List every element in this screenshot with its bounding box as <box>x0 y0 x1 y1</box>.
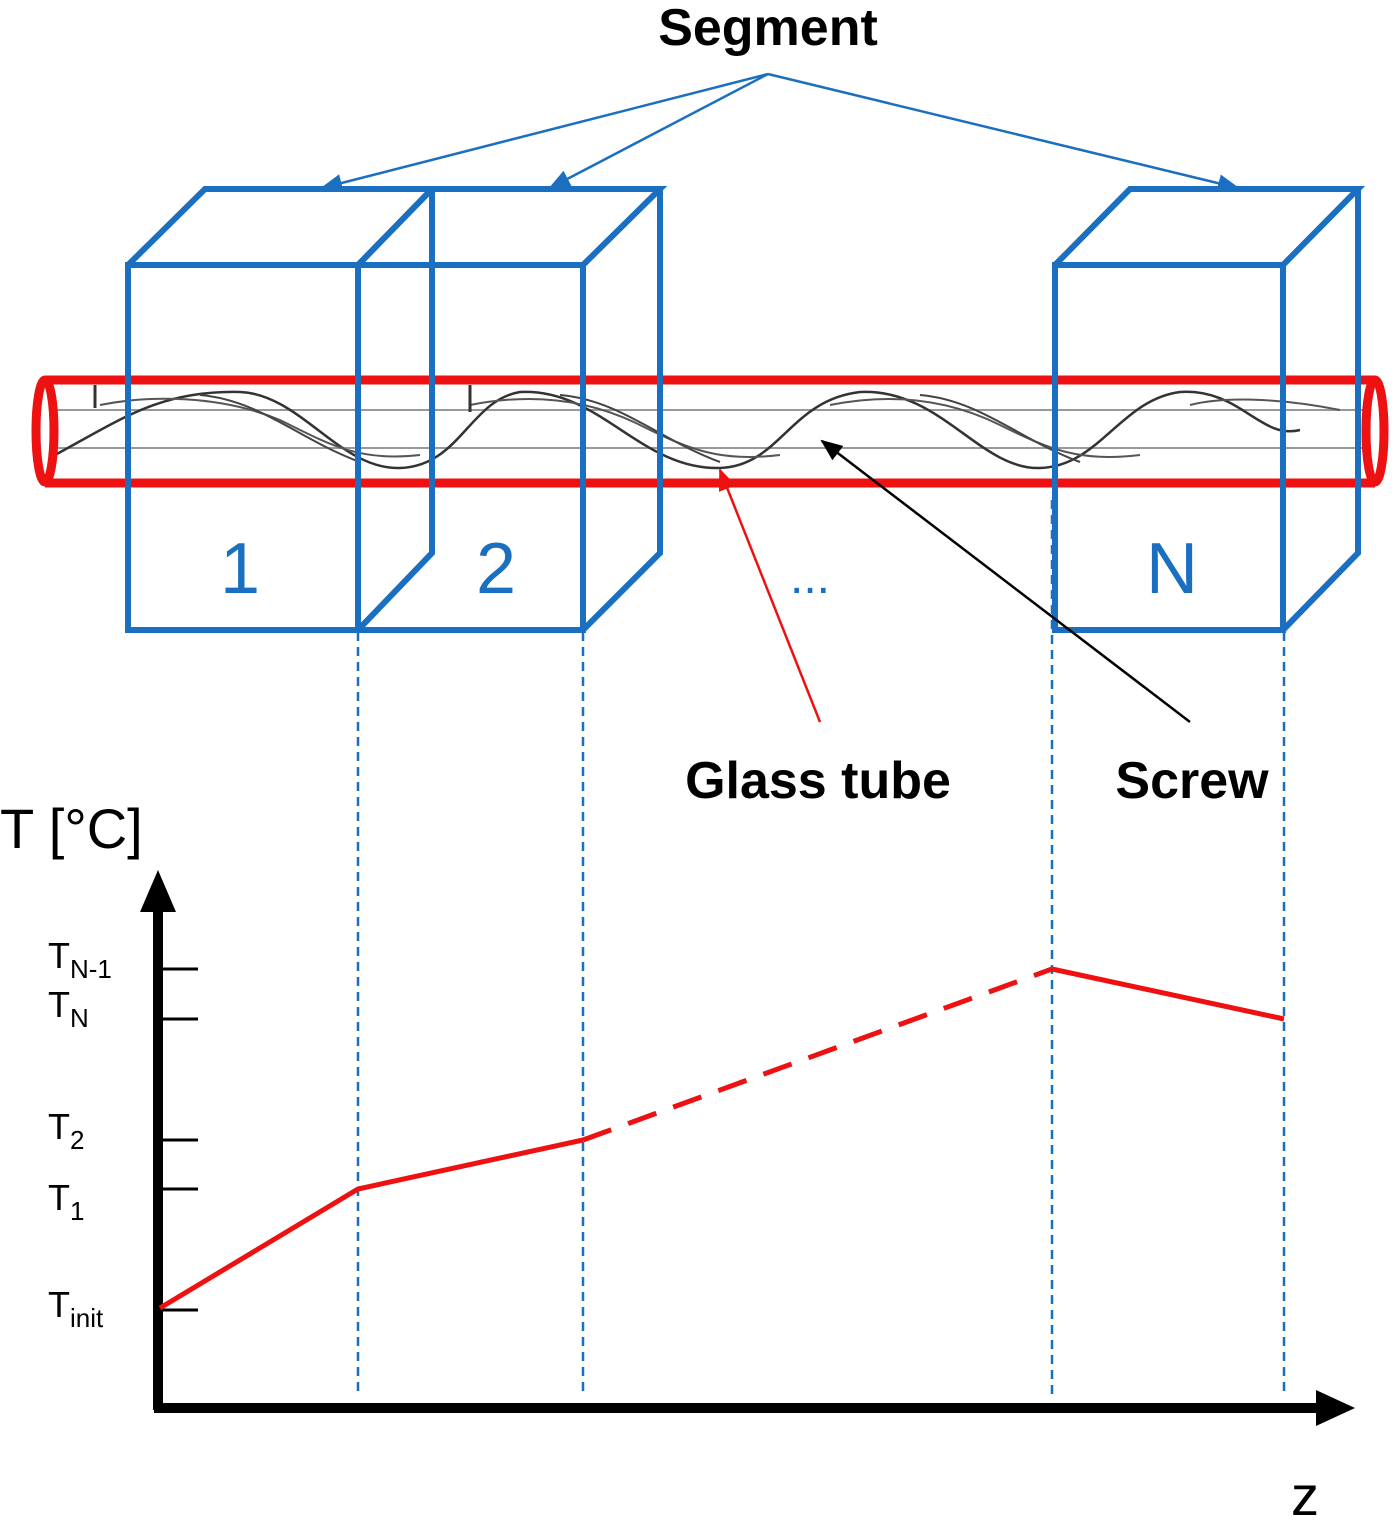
screw-arrow <box>820 439 1191 723</box>
x-axis <box>154 1390 1355 1426</box>
tick-label-t-2: T2 <box>48 1106 84 1155</box>
temperature-profile-solid-start <box>158 1137 584 1311</box>
y-axis-label: T [°C] <box>0 797 143 860</box>
tick-label-t-1: T1 <box>48 1177 84 1226</box>
x-axis-label: z <box>1291 1464 1319 1522</box>
y-axis-ticks <box>160 967 198 1312</box>
screw-helix-2 <box>99 397 1341 458</box>
segment-box-n <box>1052 186 1366 633</box>
screw-label: Screw <box>1115 752 1269 810</box>
glass-tube-arrow <box>718 468 822 723</box>
tick-label-t-init: Tinit <box>48 1284 104 1333</box>
segment-label-n: N <box>1146 529 1198 609</box>
temperature-profile-dashed <box>582 966 1053 1143</box>
y-axis <box>140 870 176 1410</box>
tick-label-t-n-1: TN-1 <box>48 935 112 984</box>
temperature-profile-solid-end <box>1051 966 1285 1022</box>
glass-tube-label: Glass tube <box>685 752 951 810</box>
segment-label-1: 1 <box>220 529 260 609</box>
ellipsis-label: ... <box>790 551 830 604</box>
screw-helix <box>54 390 1301 470</box>
segment-label-2: 2 <box>476 529 516 609</box>
segment-box-2 <box>355 186 668 633</box>
tick-label-t-n: TN <box>48 984 89 1033</box>
tube-right-end <box>1361 375 1389 487</box>
tube-left-end <box>31 375 59 487</box>
segment-boundary-lines <box>356 500 1286 1396</box>
segment-pointer-arrows <box>320 72 1240 193</box>
glass-tube <box>31 375 1389 488</box>
segment-title: Segment <box>658 0 878 57</box>
